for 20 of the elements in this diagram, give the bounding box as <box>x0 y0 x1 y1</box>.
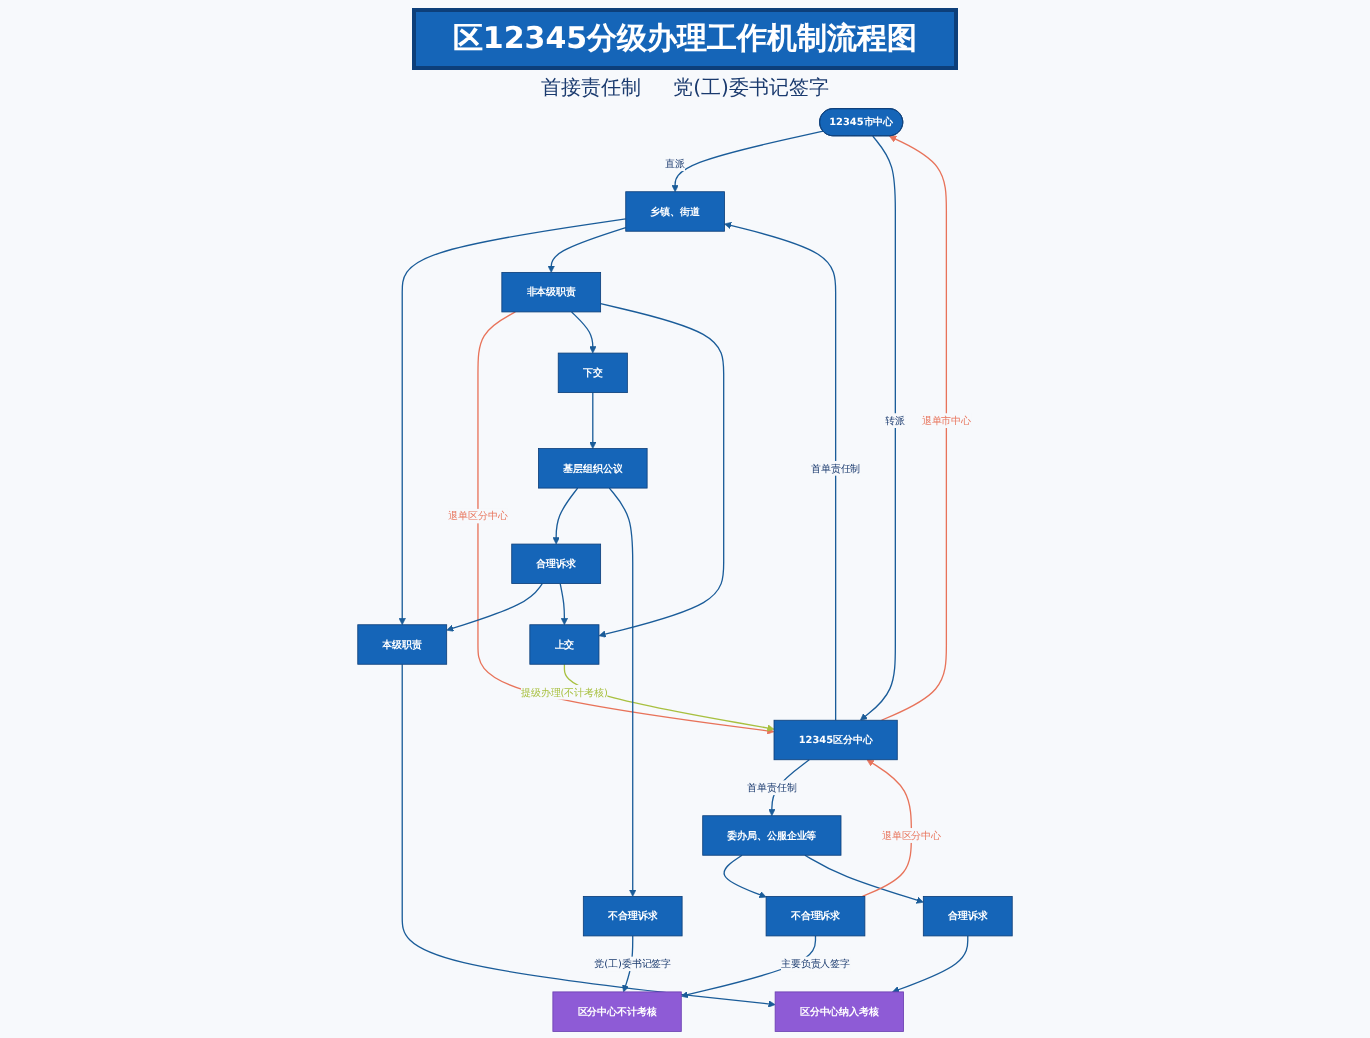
arrow <box>724 222 837 721</box>
note-text: 党(工)委书记签字 <box>673 75 829 102</box>
arrow <box>804 854 924 904</box>
arrow <box>880 135 948 721</box>
arrow <box>547 226 627 273</box>
arrow <box>398 218 627 626</box>
arrow <box>671 130 824 193</box>
arrow <box>559 582 568 626</box>
arrow <box>589 391 597 449</box>
arrow <box>552 487 579 545</box>
arrow <box>861 759 913 898</box>
arrow <box>446 582 543 632</box>
arrow <box>723 854 767 899</box>
arrow <box>860 135 896 721</box>
arrow <box>570 311 597 354</box>
arrow <box>608 487 637 897</box>
note-text: 首接责任制 <box>541 75 642 102</box>
title-banner: 区12345分级办理工作机制流程图 <box>412 8 958 70</box>
arrow <box>892 935 969 993</box>
arrow <box>598 303 725 638</box>
